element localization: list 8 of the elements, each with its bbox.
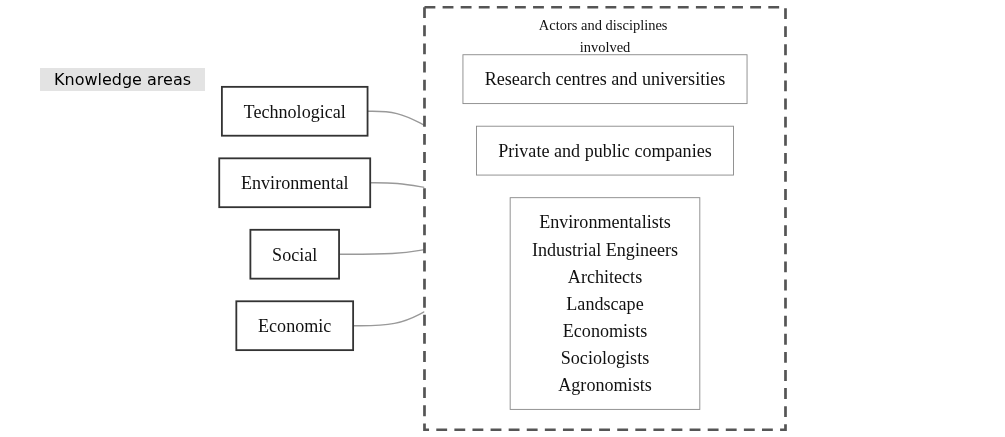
node-box: Technological <box>221 85 369 137</box>
node-box: Research centres and universities <box>462 54 748 105</box>
section-heading: Knowledge areas <box>40 68 206 91</box>
node-box: Social <box>249 228 341 280</box>
node-box: Private and public companies <box>476 125 735 176</box>
node-box: Environmentalists Industrial Engineers Architects Landscape Economists Sociologists Agronomists <box>509 197 701 410</box>
node-box: Environmental <box>218 157 372 209</box>
node-box: Economic <box>235 300 355 352</box>
